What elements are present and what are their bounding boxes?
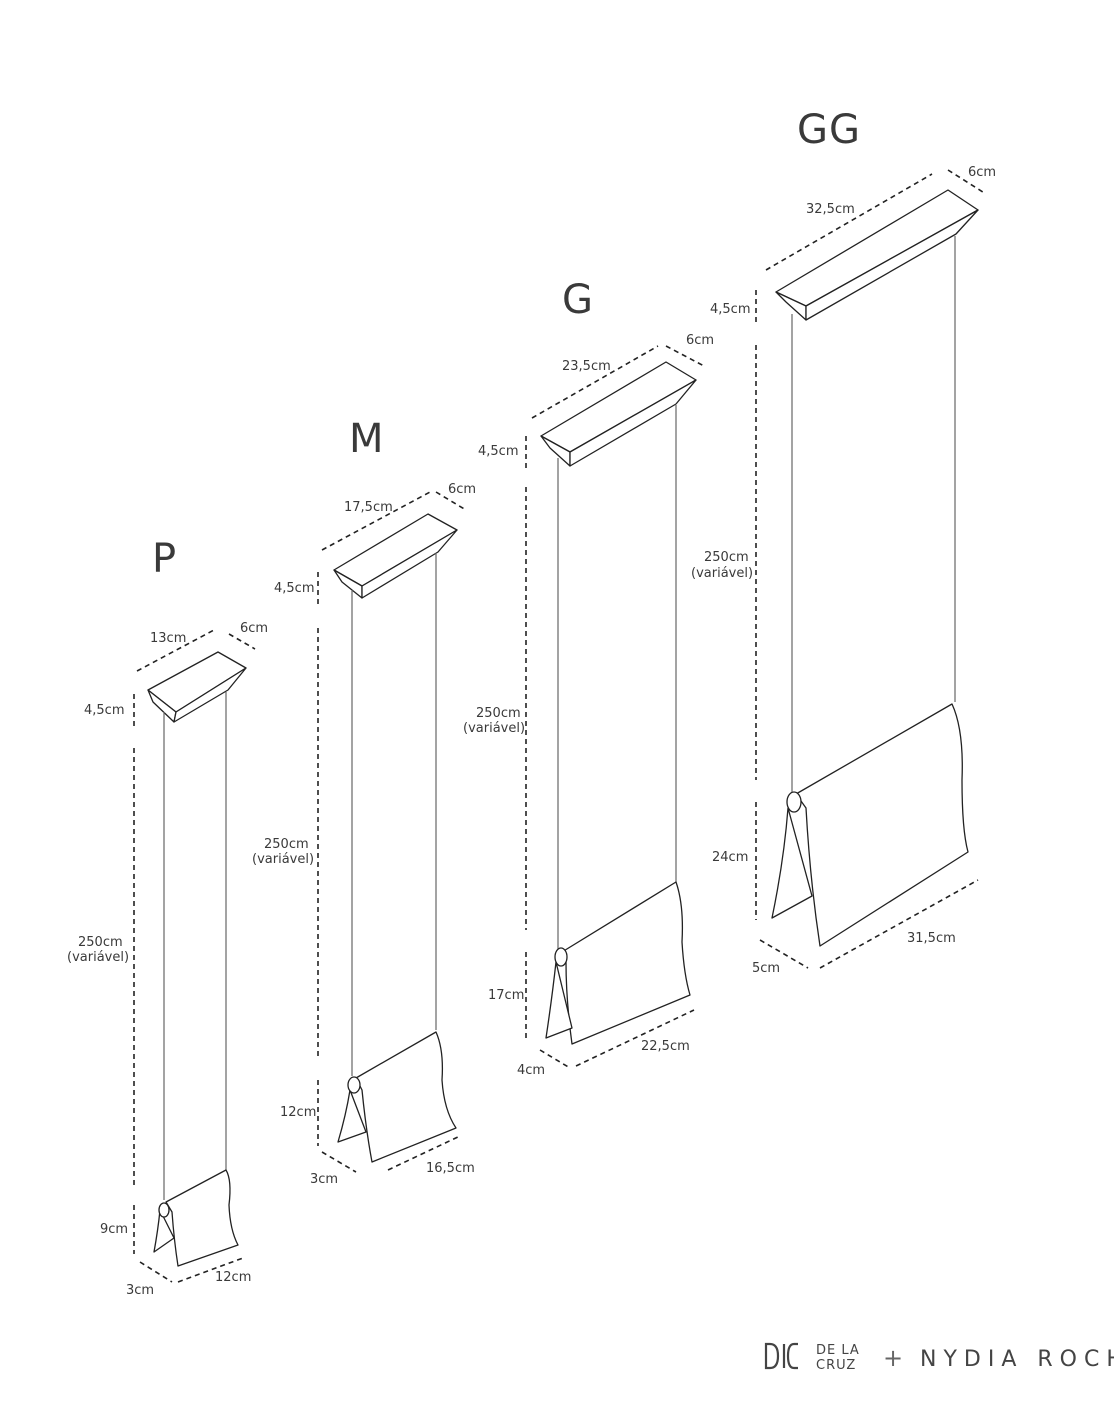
size-label-p: P xyxy=(152,536,177,582)
shade-body-g xyxy=(561,881,691,1045)
dim-shade-depth-label-m: 3cm xyxy=(310,1172,338,1187)
dim-height-label-p: 4,5cm xyxy=(84,703,125,718)
dim-cable-label-gg: 250cm xyxy=(704,550,749,565)
dim-cable-note-g: (variável) xyxy=(463,721,525,736)
canopy-top-g xyxy=(540,361,697,453)
dim-shade-depth-label-g: 4cm xyxy=(517,1063,545,1078)
dim-width-label-g: 23,5cm xyxy=(562,359,611,374)
dim-cable-note-m: (variável) xyxy=(252,852,314,867)
dim-shade-height-label-p: 9cm xyxy=(100,1222,128,1237)
canopy-side-g xyxy=(569,379,697,467)
dim-shade-width-label-gg: 31,5cm xyxy=(907,931,956,946)
canopy-side-p xyxy=(173,667,247,723)
dim-cable-label-m: 250cm xyxy=(264,837,309,852)
dim-width-g xyxy=(531,345,659,419)
dim-width-m xyxy=(321,491,431,551)
lamp-p: P 13cm 6cm 4,5cm 250cm (variável) 9cm 3c… xyxy=(67,536,268,1298)
dim-width-p xyxy=(136,629,215,672)
dim-shade-width-label-p: 12cm xyxy=(215,1270,251,1285)
footer-branding: DE LA CRUZ + NYDIA ROCHA xyxy=(764,1342,1114,1373)
shade-ring-gg xyxy=(786,791,802,813)
dim-shade-width-m xyxy=(387,1135,461,1171)
lamp-gg: GG 32,5cm 6cm 4,5cm 250cm (variável) 24c… xyxy=(691,107,996,976)
dim-shade-width-p xyxy=(177,1257,244,1283)
shade-fold-p xyxy=(153,1209,175,1253)
shade-body-gg xyxy=(795,703,969,947)
dim-depth-label-p: 6cm xyxy=(240,621,268,636)
dim-shade-height-label-m: 12cm xyxy=(280,1105,316,1120)
shade-ring-m xyxy=(347,1076,361,1094)
dim-depth-label-gg: 6cm xyxy=(968,165,996,180)
dim-height-label-g: 4,5cm xyxy=(478,444,519,459)
brand-cruz: CRUZ xyxy=(816,1358,856,1373)
dim-depth-label-m: 6cm xyxy=(448,482,476,497)
dim-cable-note-gg: (variável) xyxy=(691,566,753,581)
dim-cable-label-g: 250cm xyxy=(476,706,521,721)
dim-width-label-m: 17,5cm xyxy=(344,500,393,515)
dim-cable-note-p: (variável) xyxy=(67,950,129,965)
dim-shade-width-gg xyxy=(819,879,979,969)
brand-de-la: DE LA xyxy=(816,1343,860,1358)
dim-shade-height-label-gg: 24cm xyxy=(712,850,748,865)
shade-ring-g xyxy=(554,947,568,967)
lamp-m: M 17,5cm 6cm 4,5cm 250cm (variável) 12cm… xyxy=(252,416,476,1187)
brand-nydia-rocha: NYDIA ROCHA xyxy=(920,1347,1114,1372)
dim-shade-depth-label-gg: 5cm xyxy=(752,961,780,976)
dim-shade-depth-m xyxy=(321,1151,357,1173)
dim-shade-width-label-m: 16,5cm xyxy=(426,1161,475,1176)
shade-fold-gg xyxy=(771,807,813,919)
size-label-g: G xyxy=(562,277,594,323)
dim-depth-m xyxy=(435,491,467,511)
dim-depth-gg xyxy=(947,169,987,195)
dim-height-label-gg: 4,5cm xyxy=(710,302,751,317)
shade-body-m xyxy=(355,1031,457,1163)
shade-fold-m xyxy=(337,1089,367,1143)
canopy-side-m xyxy=(361,529,458,599)
dim-shade-depth-p xyxy=(139,1261,173,1283)
dim-shade-depth-gg xyxy=(759,939,809,969)
dim-shade-width-label-g: 22,5cm xyxy=(641,1039,690,1054)
dim-height-label-m: 4,5cm xyxy=(274,581,315,596)
lamp-g: G 23,5cm 6cm 4,5cm 250cm (variável) 17cm… xyxy=(463,277,714,1078)
dim-width-label-gg: 32,5cm xyxy=(806,202,855,217)
canopy-side-gg xyxy=(805,209,979,321)
size-label-m: M xyxy=(349,416,385,462)
dim-shade-depth-label-p: 3cm xyxy=(126,1283,154,1298)
dim-depth-label-g: 6cm xyxy=(686,333,714,348)
dim-width-label-p: 13cm xyxy=(150,631,186,646)
shade-ring-p xyxy=(158,1202,170,1218)
dim-depth-p xyxy=(228,633,256,650)
dim-shade-width-g xyxy=(575,1009,695,1067)
dim-depth-g xyxy=(665,345,705,367)
dim-shade-height-label-g: 17cm xyxy=(488,988,524,1003)
dim-shade-depth-g xyxy=(539,1049,571,1069)
brand-plus: + xyxy=(883,1344,903,1372)
dim-width-gg xyxy=(765,173,933,271)
dlc-logo-icon xyxy=(764,1342,798,1370)
dim-cable-label-p: 250cm xyxy=(78,935,123,950)
shade-body-p xyxy=(165,1169,239,1267)
size-label-gg: GG xyxy=(797,107,861,153)
shade-fold-g xyxy=(545,961,573,1039)
